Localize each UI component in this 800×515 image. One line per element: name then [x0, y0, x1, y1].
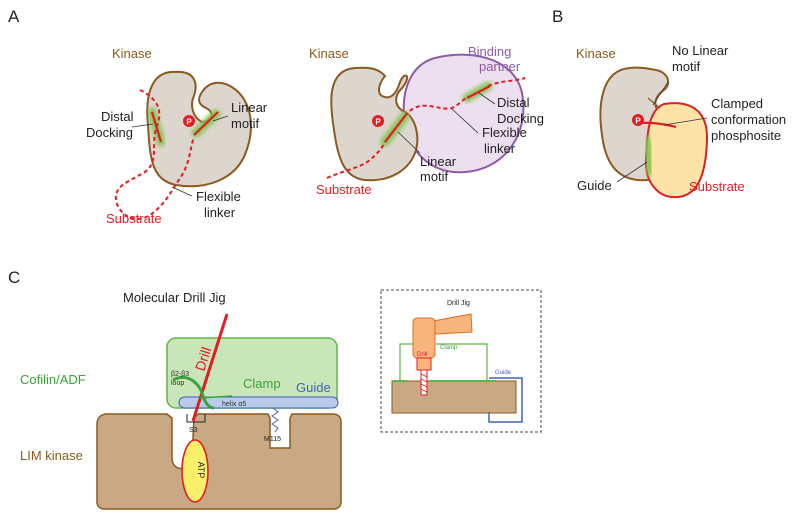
m115-spring: [271, 407, 279, 433]
linear-motif-label-2: motif: [420, 169, 449, 184]
substrate-label: Substrate: [316, 182, 372, 197]
inset-clamp-frame: [399, 343, 488, 381]
atp-label: ATP: [196, 462, 206, 479]
inset-workpiece: [391, 380, 517, 414]
beta-loop-clamp: [172, 375, 215, 410]
phospho-marker: [372, 115, 384, 127]
binding-partner-label-1: Binding: [468, 44, 511, 59]
phospho-label: P: [186, 118, 192, 127]
leader-distal: [478, 92, 496, 105]
leader-flexible: [451, 108, 479, 134]
leader-distal: [131, 123, 154, 128]
distal-docking-chain: [466, 85, 491, 99]
substrate-linker-dashed: [404, 97, 468, 117]
clamp-label: Clamp: [243, 376, 281, 391]
flexible-linker-label-2: linker: [484, 141, 516, 156]
no-linear-label-2: motif: [672, 59, 701, 74]
clamp-arm: [199, 395, 233, 399]
helix-label: helix α5: [222, 401, 246, 408]
panel-c-title: Molecular Drill Jig: [123, 290, 226, 305]
flexible-linker-label-1: Flexible: [196, 189, 241, 204]
m115-label: M115: [264, 436, 281, 443]
inset-drill-label: Drill: [417, 352, 427, 358]
kinase-label: Kinase: [112, 46, 152, 61]
substrate-chain-dashed: [326, 141, 386, 179]
distal-docking-label-1: Distal: [497, 95, 530, 110]
panel-label-a: A: [8, 7, 20, 26]
lim-kinase-label: LIM kinase: [20, 448, 83, 463]
phospho-marker: [183, 115, 195, 127]
lim-kinase-domain: [96, 413, 342, 510]
s3-pocket: [186, 414, 206, 423]
kinase-label: Kinase: [576, 46, 616, 61]
kinase-label: Kinase: [309, 46, 349, 61]
binding-partner-label-2: partner: [479, 59, 521, 74]
phospho-marker: [632, 114, 644, 126]
inset-guide-frame: [488, 377, 523, 423]
leader-no-linear: [652, 81, 669, 106]
inset-title: Drill Jig: [447, 300, 470, 307]
substrate-label: Substrate: [106, 211, 162, 226]
inset-drill-bit-spiral: [420, 373, 428, 393]
drill-label: Drill: [192, 345, 215, 373]
binding-partner-shape: [402, 53, 525, 174]
drill-jig-inset: Drill Jig Guide Clamp Drill: [380, 289, 542, 433]
distal-docking-label-2: Docking: [497, 111, 544, 126]
beta-loop-label-1: β2-β3: [171, 371, 189, 378]
panel-label-b: B: [552, 7, 563, 26]
guide-label: Guide: [577, 178, 612, 193]
panel-c: Molecular Drill Jig Cofilin/ADF LIM kina…: [20, 290, 342, 510]
leader-clamped: [663, 117, 708, 126]
drill-bit: [191, 313, 229, 422]
inset-frame: [380, 289, 542, 433]
s3-label: S3: [189, 427, 198, 434]
linear-motif-label-1: Linear: [420, 154, 457, 169]
atp-molecule: [181, 439, 209, 503]
phospho-label: P: [375, 118, 381, 127]
clamped-label-1: Clamped: [711, 96, 763, 111]
panel-b: P Kinase No Linear motif Clamped conform…: [576, 43, 786, 199]
panel-label-c: C: [8, 268, 20, 287]
inset-guide-label: Guide: [495, 370, 512, 376]
panel-a-right: P Kinase Binding partner Distal Docking …: [309, 44, 544, 197]
linear-motif-chain: [384, 115, 406, 143]
linear-motif-chain: [193, 111, 219, 136]
flexible-linker-label-1: Flexible: [482, 125, 527, 140]
leader-linear: [212, 115, 229, 122]
inset-drill-chuck: [416, 357, 432, 371]
clamped-label-2: conformation: [711, 112, 786, 127]
flexible-linker-label-2: linker: [204, 205, 236, 220]
distal-docking-chain: [150, 111, 163, 143]
helix-alpha5: [178, 396, 339, 409]
clamped-label-3: phosphosite: [711, 128, 781, 143]
guide-glow: [643, 136, 654, 176]
substrate-label: Substrate: [689, 179, 745, 194]
leader-guide: [616, 161, 648, 183]
beta-loop-label-2: loop: [171, 380, 184, 387]
leader-flexible: [171, 186, 193, 197]
linear-motif-label-1: Linear: [231, 100, 268, 115]
no-linear-label-1: No Linear: [672, 43, 729, 58]
guide-label: Guide: [296, 380, 331, 395]
leader-linear: [397, 131, 421, 154]
inset-clamp-label: Clamp: [440, 345, 458, 351]
linear-motif-label-2: motif: [231, 116, 260, 131]
substrate-tail-dashed: [487, 77, 526, 87]
phospho-label: P: [635, 117, 641, 126]
distal-docking-label-2: Docking: [86, 125, 133, 140]
distal-docking-label-1: Distal: [101, 109, 134, 124]
panel-a-left: P Kinase Distal Docking Linear motif Fle…: [86, 46, 268, 226]
cofilin-label: Cofilin/ADF: [20, 372, 86, 387]
inset-drill-bit: [420, 369, 428, 396]
